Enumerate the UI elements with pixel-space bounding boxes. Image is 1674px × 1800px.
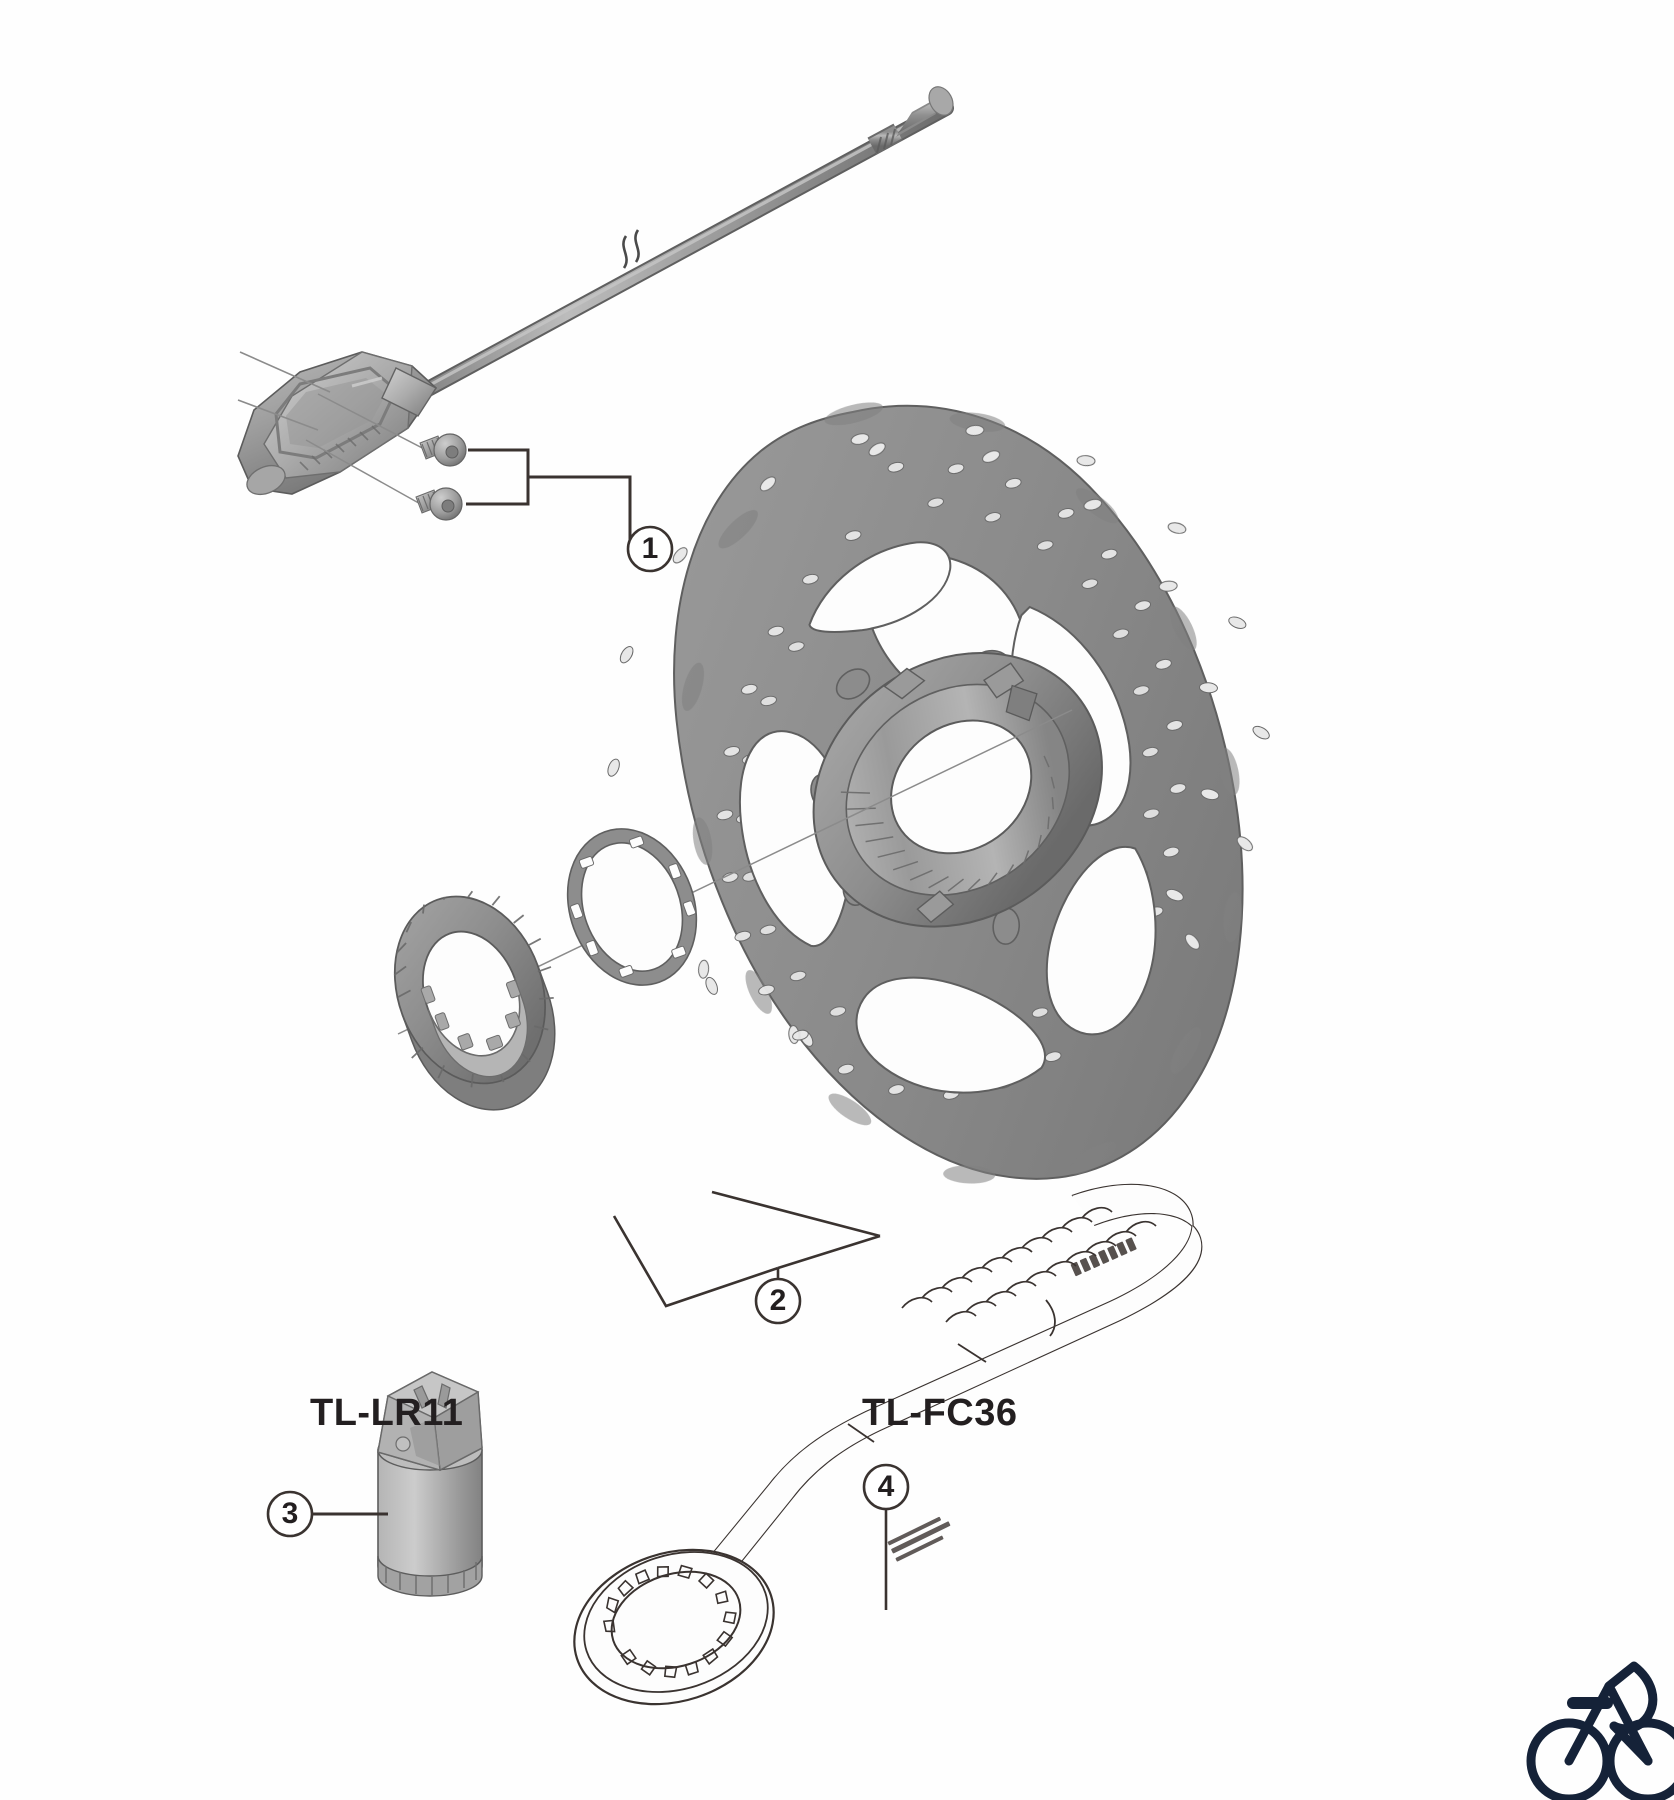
- callout-circle-2: [754, 1277, 802, 1325]
- lock-ring: [393, 890, 556, 1111]
- callout-bracket-2: [612, 1190, 881, 1308]
- fixing-bolt-upper: [419, 433, 467, 467]
- callout-bracket-1: [466, 448, 632, 551]
- cable-break-symbol: [622, 229, 640, 269]
- fixing-bolt-lower: [415, 487, 463, 521]
- tl-fc36-wrench: [573, 1183, 1203, 1706]
- tool-label-tl-fc36: TL-FC36: [862, 1392, 1018, 1434]
- callout-circle-3: [266, 1490, 314, 1538]
- tool-label-tl-lr11: TL-LR11: [310, 1392, 464, 1434]
- cable-connector: [867, 86, 954, 155]
- callout-circle-4: [862, 1463, 910, 1511]
- sensor-housing: [237, 351, 438, 496]
- housing-leader-lines: [237, 351, 331, 431]
- tl-lr11-tool: [266, 1371, 483, 1597]
- bicycle-logo: [1526, 1661, 1674, 1800]
- callout-circle-1: [626, 525, 674, 573]
- sensor-cable: [396, 100, 954, 410]
- callout-number-1: 1: [641, 532, 659, 565]
- lock-ring-and-washer: [393, 828, 881, 1325]
- callout-number-4: 4: [877, 1470, 895, 1503]
- callout-number-3: 3: [281, 1497, 299, 1530]
- disc-brake-rotor: [397, 402, 1270, 1184]
- callout-number-2: 2: [769, 1284, 787, 1317]
- rotor-hub-carrier: [812, 652, 1103, 928]
- wrench-ring-head: [573, 1548, 775, 1706]
- speed-sensor-assembly: [237, 86, 954, 573]
- washer: [566, 828, 698, 986]
- bolt-assembly-lines: [305, 393, 431, 507]
